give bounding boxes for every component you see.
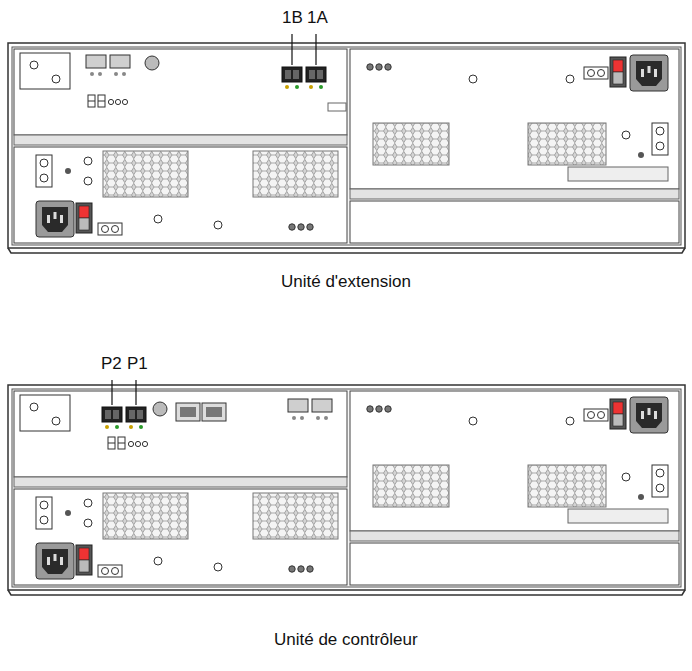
callout-label: P2: [101, 354, 122, 374]
callout-label: 1A: [307, 8, 328, 28]
expansion-unit: [8, 43, 685, 253]
unit-caption: Unité d'extension: [281, 272, 411, 292]
callout-label: P1: [127, 354, 148, 374]
callout-label: 1B: [282, 8, 303, 28]
unit-caption: Unité de contrôleur: [274, 630, 418, 650]
controller-unit: [8, 385, 685, 595]
